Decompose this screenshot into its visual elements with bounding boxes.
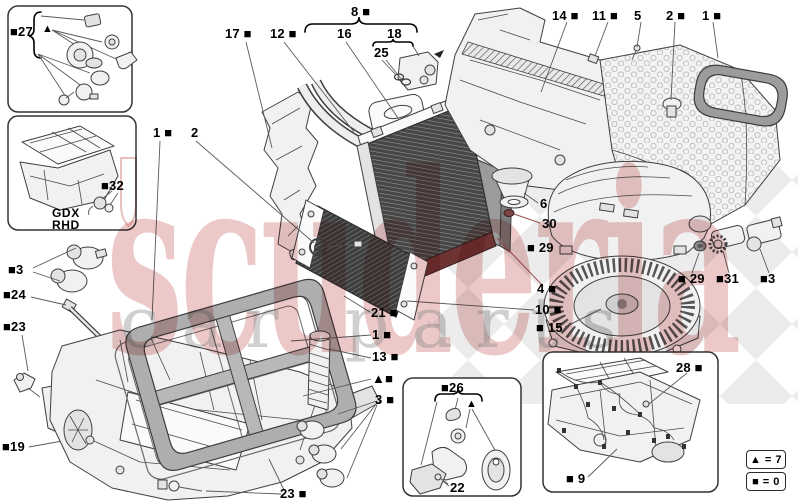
callout-13: 13 ■ (372, 349, 399, 364)
callout-30: 30 (542, 216, 557, 231)
callout-29-center: ■ 29 (527, 240, 554, 255)
callout-26-triangle: ▲ (466, 398, 478, 410)
port-2-right (662, 21, 682, 118)
callout-27-triangle: ▲ (42, 23, 54, 35)
grommet-29-right (691, 240, 707, 274)
watermark-subtitle: car parts (120, 282, 639, 364)
caption-gdx: GDX (52, 206, 80, 220)
callout-15: ■ 15 (536, 320, 563, 335)
upper-case-14 (444, 7, 641, 191)
callout-1-right: 1 ■ (702, 8, 722, 23)
callout-29-right: ■ 29 (678, 271, 705, 286)
callout-27: ■27 (10, 24, 33, 39)
leader-21 (343, 295, 371, 313)
sensor-23-bottom (157, 479, 203, 492)
motor-3-right (746, 216, 783, 274)
legend-triangle: ▲ = 7 (746, 450, 786, 469)
watermark: scuderia car parts (106, 118, 742, 412)
inset-box-27 (7, 5, 138, 113)
callout-19: ■19 (2, 439, 25, 454)
expansion-valve-18 (397, 45, 444, 91)
lever-parts-cluster (409, 407, 511, 495)
hose-clamp-2 (195, 140, 363, 256)
leader-13 (328, 348, 372, 359)
callout-10: 10 ■ (535, 302, 562, 317)
leader-15 (564, 308, 602, 328)
callout-3-mid: 3 ■ (375, 392, 395, 407)
callout-23-left: ■23 (3, 319, 26, 334)
leader-4 (496, 237, 544, 287)
callout-3-left: ■3 (8, 262, 24, 277)
leader-1-mid (290, 334, 372, 342)
wiring-harness-unit (547, 357, 701, 463)
o-rings-25 (381, 59, 412, 86)
leader-1-center (151, 140, 161, 321)
leader-3a (337, 400, 378, 415)
watermark-shield (120, 157, 137, 228)
callout-18: 18 (387, 26, 402, 41)
leader-3c (346, 404, 378, 479)
legend-square: ■ = 0 (746, 472, 786, 491)
drain-funnel-6 (491, 167, 539, 209)
callout-22: 22 (450, 480, 465, 495)
callout-16: 16 (337, 26, 352, 41)
spare-sensors-cluster (58, 13, 138, 106)
fitting-11 (587, 21, 609, 64)
callout-2-center: 2 (191, 125, 199, 140)
actuator-motors-left (32, 244, 108, 293)
leader-23a (205, 490, 282, 495)
callout-32: ■32 (101, 178, 124, 193)
callout-8: 8 ■ (351, 4, 371, 19)
grommet-30 (503, 209, 541, 224)
heater-core-21 (291, 199, 429, 321)
inset-box-28 (542, 351, 719, 493)
callout-1-center: 1 ■ (153, 125, 173, 140)
callout-3-right: ■3 (760, 271, 776, 286)
callout-5: 5 (634, 8, 642, 23)
callout-4: 4 ■ (537, 281, 557, 296)
callout-6: 6 (540, 196, 548, 211)
inset-box-gdx (7, 115, 137, 231)
sensor-23-left (13, 334, 41, 398)
watermark-brand: scuderia (106, 118, 739, 412)
callout-28: 28 ■ (676, 360, 703, 375)
callout-31: ■31 (716, 271, 739, 286)
callout-23-bottom: 23 ■ (280, 486, 307, 501)
blower-fan-15 (543, 255, 701, 359)
leader-3b (340, 402, 378, 450)
lower-case-assembly (49, 329, 381, 501)
callout-2-right: 2 ■ (666, 8, 686, 23)
callout-11: 11 ■ (592, 8, 619, 23)
callout-12: 12 ■ (270, 26, 297, 41)
actuator-31 (708, 224, 746, 274)
callout-triangle-square: ▲■ (372, 371, 394, 386)
callout-14: 14 ■ (552, 8, 579, 23)
callout-24: ■24 (3, 287, 26, 302)
callout-25: 25 (374, 45, 389, 60)
brace-18 (372, 38, 414, 47)
evaporator-core (356, 91, 497, 291)
gdx-hvac-unit (19, 125, 119, 216)
seal-ring-1-right (693, 21, 788, 127)
leader-23b (268, 458, 285, 491)
screw-5 (631, 21, 642, 61)
leader-10 (406, 300, 535, 311)
callout-21: 21 ■ (371, 305, 398, 320)
callout-26: ■26 (441, 380, 464, 395)
caption-rhd: RHD (52, 218, 80, 232)
callout-1-mid: 1 ■ (372, 327, 392, 342)
actuators-cluster-3-mid (296, 420, 345, 488)
brace-8 (304, 16, 418, 33)
callout-17: 17 ■ (225, 26, 252, 41)
inset-box-26 (402, 377, 522, 497)
callout-9: ■ 9 (566, 471, 586, 486)
leader-tri (302, 378, 372, 397)
